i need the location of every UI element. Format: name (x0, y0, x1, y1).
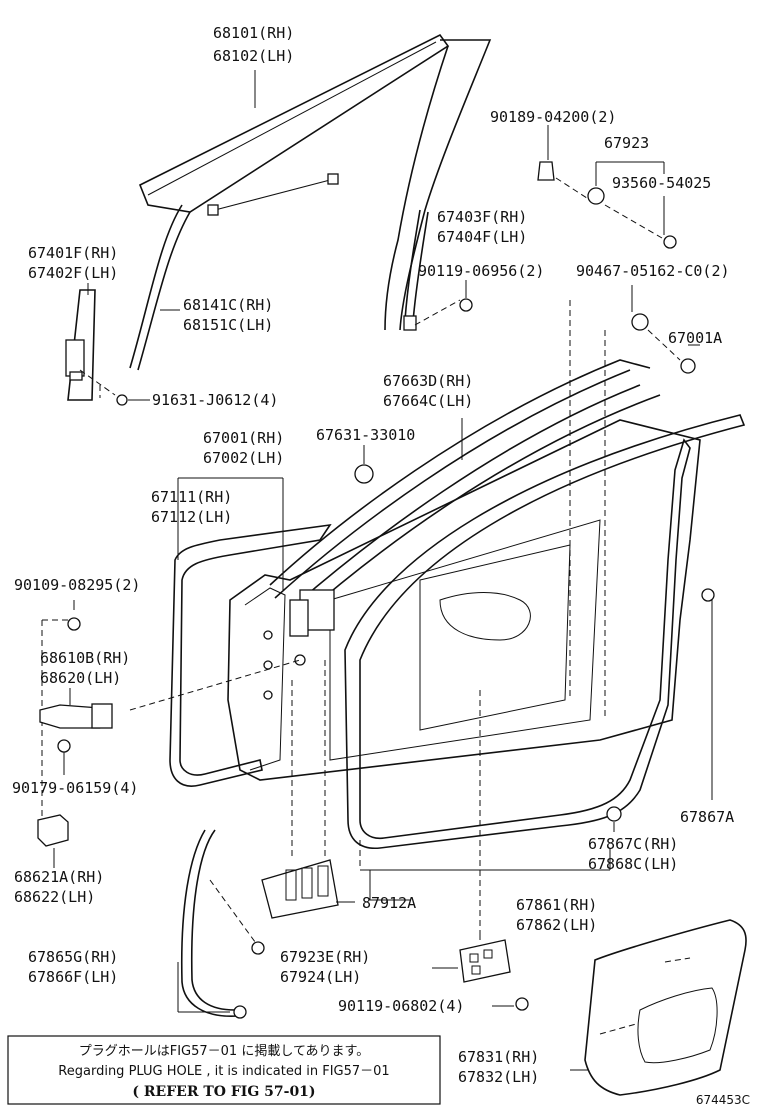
label-bracket-rh: 67923E(RH) (280, 948, 370, 966)
label-bolt-91631: 91631-J0612(4) (152, 391, 278, 409)
label-bracket-lh: 67924(LH) (280, 968, 361, 986)
service-hole-cover-drawing (570, 919, 747, 1096)
label-regulator-lh: 67402F(LH) (28, 264, 118, 282)
label-cushion-67923: 67923 (604, 134, 649, 152)
door-outer-panel-drawing (169, 523, 332, 787)
bracket-drawing (432, 930, 529, 1011)
label-check-lh: 68620(LH) (40, 669, 121, 687)
label-clip-67867c-rh: 67867C(RH) (588, 835, 678, 853)
label-panel-lh: 67002(LH) (203, 449, 284, 467)
connection-lines (41, 300, 606, 940)
door-inner-panel-drawing (177, 419, 701, 781)
label-part-67001a: 67001A (668, 329, 722, 347)
label-cover-lh: 68622(LH) (14, 888, 95, 906)
window-regulator-drawing (65, 283, 150, 406)
label-service-cover-rh: 67831(RH) (458, 1048, 539, 1066)
label-glass-lh: 68102(LH) (213, 47, 294, 65)
label-seal-87912a: 87912A (362, 894, 416, 912)
label-outer-panel-rh: 67111(RH) (151, 488, 232, 506)
label-glass-rh: 68101(RH) (213, 24, 294, 42)
service-seal-drawing (261, 859, 355, 919)
label-clip-67868c-lh: 67868C(LH) (588, 855, 678, 873)
label-outer-panel-lh: 67112(LH) (151, 508, 232, 526)
label-regulator-rh: 67401F(RH) (28, 244, 118, 262)
label-frame-seal-lh: 67866F(LH) (28, 968, 118, 986)
front-run-channel-drawing (129, 204, 191, 371)
label-run-channel-lh: 68151C(LH) (183, 316, 273, 334)
note-english: Regarding PLUG HOLE , it is indicated in… (58, 1064, 389, 1079)
label-rear-channel-rh: 67403F(RH) (437, 208, 527, 226)
door-check-drawing (39, 600, 113, 775)
frame-seal-drawing (177, 829, 265, 1019)
label-weatherstrip-rh: 67861(RH) (516, 896, 597, 914)
part-labels: 68101(RH) 68102(LH) 67401F(RH) 67402F(LH… (12, 24, 734, 1086)
label-bolt-90119-b: 90119-06802(4) (338, 997, 464, 1015)
check-cover-drawing (37, 814, 69, 868)
label-rear-channel-lh: 67404F(LH) (437, 228, 527, 246)
label-service-cover-lh: 67832(LH) (458, 1068, 539, 1086)
label-cover-rh: 68621A(RH) (14, 868, 104, 886)
label-belt-weather-rh: 67663D(RH) (383, 372, 473, 390)
label-bolt-90119-a: 90119-06956(2) (418, 262, 544, 280)
label-run-channel-rh: 68141C(RH) (183, 296, 273, 314)
door-glass-drawing (138, 33, 450, 216)
label-belt-weather-lh: 67664C(LH) (383, 392, 473, 410)
reference-note-box: プラグホールはFIG57－01 に掲載してあります。 Regarding PLU… (7, 1035, 441, 1105)
label-weatherstrip-lh: 67862(LH) (516, 916, 597, 934)
label-clip-90189: 90189-04200(2) (490, 108, 616, 126)
label-frame-seal-rh: 67865G(RH) (28, 948, 118, 966)
upper-right-fasteners (414, 125, 700, 374)
label-clip-90467: 90467-05162-C0(2) (576, 262, 730, 280)
label-nut-90179: 90179-06159(4) (12, 779, 138, 797)
figure-id: 674453C (696, 1093, 750, 1107)
note-japanese: プラグホールはFIG57－01 に掲載してあります。 (79, 1043, 370, 1059)
label-weatherstrip-67867a: 67867A (680, 808, 734, 826)
label-check-rh: 68610B(RH) (40, 649, 130, 667)
label-panel-rh: 67001(RH) (203, 429, 284, 447)
door-weatherstrip-drawing (344, 414, 746, 901)
label-bolt-93560: 93560-54025 (612, 174, 711, 192)
note-refer: ( REFER TO FIG 57-01) (132, 1084, 315, 1100)
label-hole-plug: 67631-33010 (316, 426, 415, 444)
label-bolt-90109: 90109-08295(2) (14, 576, 140, 594)
rear-sash-drawing (384, 39, 492, 331)
